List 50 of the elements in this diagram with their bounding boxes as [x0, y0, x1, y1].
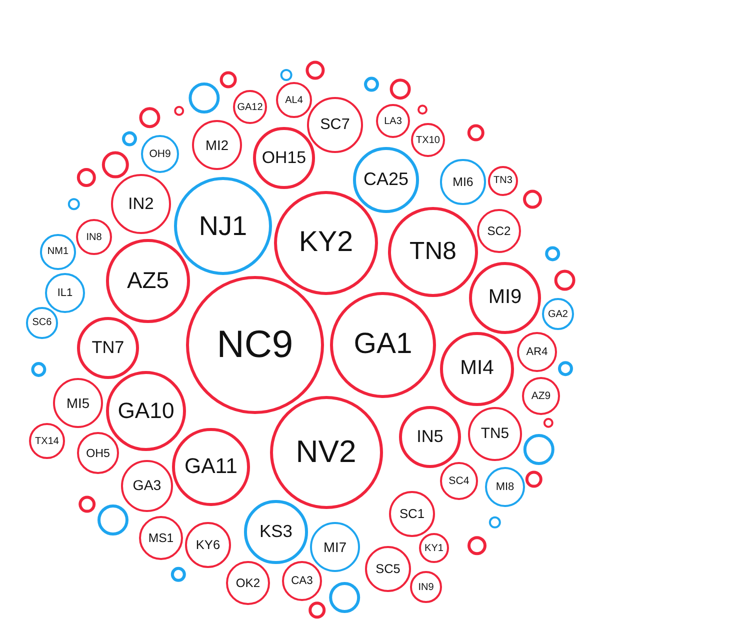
bubble-circle: IN9 [410, 571, 442, 603]
bubble-circle: AZ9 [522, 377, 560, 415]
bubble-circle: GA10 [106, 370, 186, 452]
bubble-circle: OH15 [253, 127, 315, 189]
bubble-circle: KY1 [419, 533, 449, 563]
bubble-circle: SC6 [26, 307, 58, 339]
bubble-circle: GA12 [233, 90, 267, 124]
bubble-circle: AR4 [517, 332, 557, 372]
bubble-circle: OK2 [226, 561, 270, 605]
bubble-circle: KS3 [244, 500, 308, 564]
bubble-circle: IN2 [111, 174, 171, 234]
bubble-circle: SC4 [440, 462, 478, 500]
bubble-circle: TN3 [488, 166, 518, 196]
bubble-circle: TN7 [76, 316, 140, 380]
bubble-circle: CA25 [353, 147, 419, 213]
bubble-circle: MI8 [485, 467, 525, 507]
bubble-circle: LA3 [376, 104, 410, 138]
bubble-circle: SC1 [388, 490, 436, 538]
bubble-circle: IN5 [398, 406, 462, 468]
bubble-circle: NJ1 [174, 176, 272, 276]
bubble-circle: NM1 [40, 234, 76, 270]
bubble-circle: MI7 [310, 522, 360, 572]
bubble-circle: IL1 [45, 273, 85, 313]
bubble-circle: TN5 [468, 407, 522, 461]
bubble-circle: KY2 [274, 190, 378, 296]
bubble-circle: MI5 [53, 378, 103, 428]
bubble-circle: AZ5 [106, 239, 190, 323]
bubble-circle: NV2 [270, 396, 382, 508]
bubble-circle: GA3 [121, 460, 173, 512]
bubble-circle: MI2 [192, 120, 242, 170]
bubble-circle: MS1 [138, 516, 184, 560]
bubble-circle: TN8 [388, 206, 478, 298]
bubble-circle: IN8 [76, 219, 112, 255]
bubble-circle: SC7 [307, 97, 363, 153]
bubble-circle: OH5 [77, 432, 119, 474]
bubble-circle: CA3 [282, 560, 322, 602]
bubble-circle: TX10 [411, 123, 445, 157]
bubble-circle: TX14 [29, 423, 65, 459]
bubble-circle: GA2 [542, 298, 574, 330]
bubble-circle: SC5 [365, 546, 411, 592]
bubble-circle: NC9 [186, 276, 324, 414]
bubble-circle: KY6 [184, 522, 232, 568]
bubble-circle: AL4 [276, 82, 312, 118]
bubble-circle: GA11 [172, 428, 250, 506]
bubble-circle: SC2 [477, 209, 521, 253]
bubble-circle: GA1 [330, 292, 436, 398]
bubble-circle: MI9 [468, 262, 542, 334]
bubble-circle: MI6 [440, 159, 486, 205]
bubble-circle: OH9 [141, 135, 179, 173]
bubble-circle: MI4 [440, 332, 514, 406]
